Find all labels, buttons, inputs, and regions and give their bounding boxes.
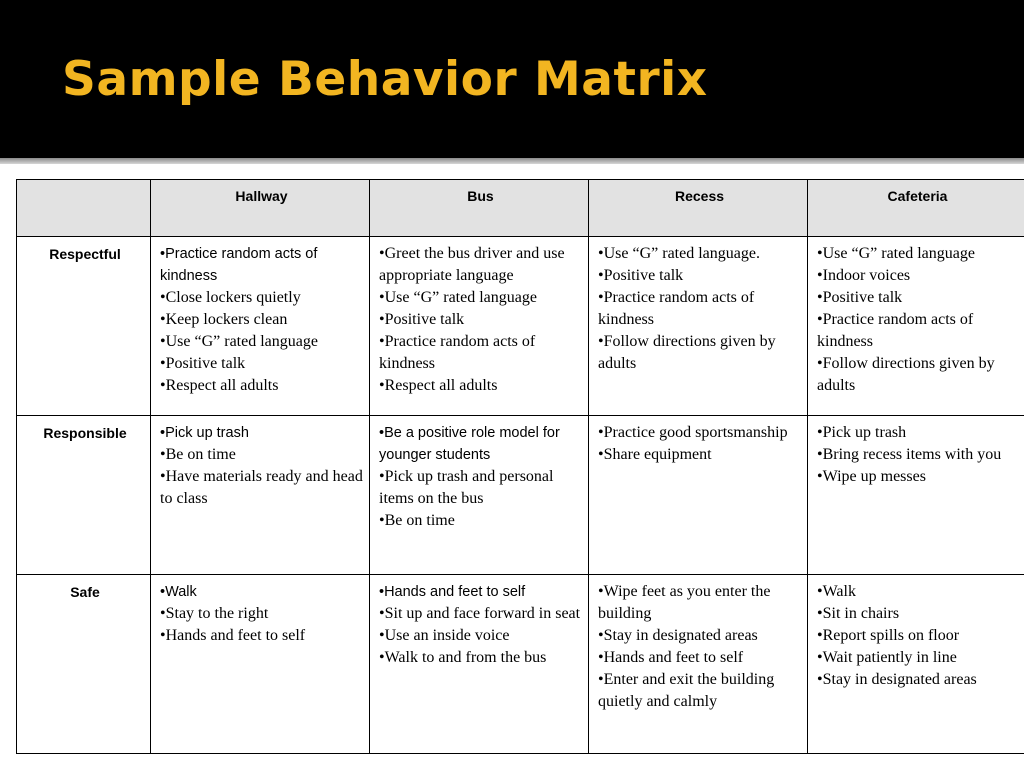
- bullet-item: Close lockers quietly: [160, 287, 363, 309]
- bullet-list: Hands and feet to selfSit up and face fo…: [379, 581, 582, 669]
- bullet-item: Sit up and face forward in seat: [379, 603, 582, 625]
- matrix-row-responsible: Responsible Pick up trashBe on timeHave …: [16, 415, 1024, 575]
- bullet-item: Respect all adults: [379, 375, 582, 397]
- bullet-item: Stay in designated areas: [598, 625, 801, 647]
- matrix-header-row: Hallway Bus Recess Cafeteria: [16, 179, 1024, 237]
- bullet-item: Enter and exit the building quietly and …: [598, 669, 801, 713]
- bullet-item: Bring recess items with you: [817, 444, 1018, 466]
- bullet-item: Practice random acts of kindness: [817, 309, 1018, 353]
- bullet-item: Keep lockers clean: [160, 309, 363, 331]
- bullet-item: Be on time: [160, 444, 363, 466]
- bullet-item: Practice random acts of kindness: [379, 331, 582, 375]
- title-bar: Sample Behavior Matrix: [0, 0, 1024, 158]
- bullet-list: Pick up trashBring recess items with you…: [817, 422, 1018, 488]
- bullet-item: Follow directions given by adults: [598, 331, 801, 375]
- bullet-item: Share equipment: [598, 444, 801, 466]
- bullet-list: WalkSit in chairsReport spills on floorW…: [817, 581, 1018, 691]
- bullet-item: Practice good sportsmanship: [598, 422, 801, 444]
- bullet-item: Positive talk: [160, 353, 363, 375]
- cell-safe-recess: Wipe feet as you enter the buildingStay …: [588, 573, 808, 755]
- bullet-item: Use an inside voice: [379, 625, 582, 647]
- bullet-item: Indoor voices: [817, 265, 1018, 287]
- cell-safe-hallway: WalkStay to the rightHands and feet to s…: [150, 573, 370, 755]
- bullet-item: Walk to and from the bus: [379, 647, 582, 669]
- bullet-list: Pick up trashBe on timeHave materials re…: [160, 422, 363, 510]
- bullet-item: Follow directions given by adults: [817, 353, 1018, 397]
- bullet-item: Positive talk: [817, 287, 1018, 309]
- bullet-item: Hands and feet to self: [598, 647, 801, 669]
- bullet-item: Be on time: [379, 510, 582, 532]
- bullet-list: Use “G” rated language.Positive talkPrac…: [598, 243, 801, 375]
- matrix-row-safe: Safe WalkStay to the rightHands and feet…: [16, 573, 1024, 755]
- bullet-list: Be a positive role model for younger stu…: [379, 422, 582, 532]
- cell-safe-bus: Hands and feet to selfSit up and face fo…: [369, 573, 589, 755]
- corner-cell: [16, 179, 151, 237]
- bullet-item: Use “G” rated language: [160, 331, 363, 353]
- bullet-item: Wait patiently in line: [817, 647, 1018, 669]
- bullet-item: Have materials ready and head to class: [160, 466, 363, 510]
- bullet-item: Hands and feet to self: [160, 625, 363, 647]
- column-header-hallway: Hallway: [150, 179, 370, 237]
- row-header-safe: Safe: [16, 573, 151, 755]
- bullet-item: Pick up trash and personal items on the …: [379, 466, 582, 510]
- bullet-list: Practice random acts of kindnessClose lo…: [160, 243, 363, 397]
- slide-title: Sample Behavior Matrix: [62, 52, 708, 107]
- bullet-item: Stay in designated areas: [817, 669, 1018, 691]
- cell-respectful-hallway: Practice random acts of kindnessClose lo…: [150, 235, 370, 417]
- bullet-item: Pick up trash: [160, 422, 363, 444]
- cell-respectful-recess: Use “G” rated language.Positive talkPrac…: [588, 235, 808, 417]
- column-header-recess: Recess: [588, 179, 808, 237]
- behavior-matrix-table: Hallway Bus Recess Cafeteria Respectful …: [16, 179, 1024, 755]
- bullet-item: Positive talk: [598, 265, 801, 287]
- bullet-item: Pick up trash: [817, 422, 1018, 444]
- bullet-item: Wipe feet as you enter the building: [598, 581, 801, 625]
- bullet-item: Wipe up messes: [817, 466, 1018, 488]
- bullet-item: Use “G” rated language.: [598, 243, 801, 265]
- cell-respectful-bus: Greet the bus driver and use appropriate…: [369, 235, 589, 417]
- matrix-row-respectful: Respectful Practice random acts of kindn…: [16, 235, 1024, 417]
- column-header-cafeteria: Cafeteria: [807, 179, 1024, 237]
- bullet-item: Positive talk: [379, 309, 582, 331]
- bullet-item: Practice random acts of kindness: [598, 287, 801, 331]
- bullet-list: Practice good sportsmanshipShare equipme…: [598, 422, 801, 466]
- row-header-respectful: Respectful: [16, 235, 151, 417]
- bullet-item: Stay to the right: [160, 603, 363, 625]
- bullet-list: Greet the bus driver and use appropriate…: [379, 243, 582, 397]
- bullet-item: Hands and feet to self: [379, 581, 582, 603]
- cell-responsible-cafeteria: Pick up trashBring recess items with you…: [807, 415, 1024, 575]
- cell-respectful-cafeteria: Use “G” rated languageIndoor voicesPosit…: [807, 235, 1024, 417]
- bullet-item: Practice random acts of kindness: [160, 243, 363, 287]
- bullet-item: Walk: [817, 581, 1018, 603]
- bullet-item: Respect all adults: [160, 375, 363, 397]
- row-header-responsible: Responsible: [16, 415, 151, 575]
- cell-responsible-recess: Practice good sportsmanshipShare equipme…: [588, 415, 808, 575]
- bullet-item: Use “G” rated language: [379, 287, 582, 309]
- bullet-list: Use “G” rated languageIndoor voicesPosit…: [817, 243, 1018, 397]
- cell-safe-cafeteria: WalkSit in chairsReport spills on floorW…: [807, 573, 1024, 755]
- bullet-item: Sit in chairs: [817, 603, 1018, 625]
- cell-responsible-bus: Be a positive role model for younger stu…: [369, 415, 589, 575]
- bullet-item: Report spills on floor: [817, 625, 1018, 647]
- bullet-item: Use “G” rated language: [817, 243, 1018, 265]
- bullet-item: Be a positive role model for younger stu…: [379, 422, 582, 466]
- column-header-bus: Bus: [369, 179, 589, 237]
- title-divider: [0, 158, 1024, 164]
- bullet-item: Walk: [160, 581, 363, 603]
- bullet-list: Wipe feet as you enter the buildingStay …: [598, 581, 801, 713]
- cell-responsible-hallway: Pick up trashBe on timeHave materials re…: [150, 415, 370, 575]
- bullet-item: Greet the bus driver and use appropriate…: [379, 243, 582, 287]
- bullet-list: WalkStay to the rightHands and feet to s…: [160, 581, 363, 647]
